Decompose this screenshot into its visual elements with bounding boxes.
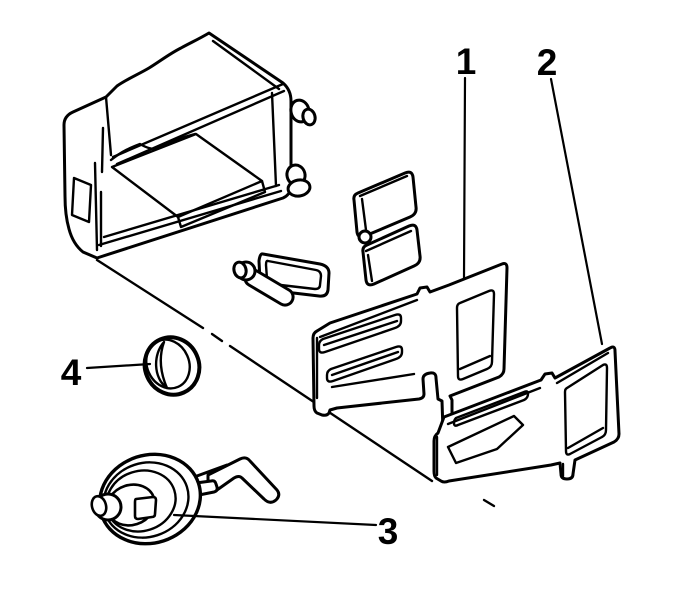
valve-panel-2 [432, 345, 621, 484]
duct-housing-interior [109, 132, 267, 229]
callouts: 1 2 3 4 [61, 41, 604, 552]
knob-cap [142, 335, 202, 397]
duct-housing-pin-upper-cap [301, 107, 317, 127]
valve-panel-2-window [563, 363, 609, 456]
knob-cap-rim [145, 338, 191, 390]
foam-pad-tab [357, 229, 373, 245]
duct-housing-outline [62, 31, 293, 260]
valve-panel-2-slot [452, 390, 530, 427]
valve-panel-1-slot-lower [325, 345, 404, 383]
vacuum-actuator [90, 452, 281, 546]
retainer-clip-stud-cap [232, 260, 248, 280]
duct-housing [62, 31, 317, 260]
retainer-clip [232, 252, 331, 307]
axis-segment [482, 498, 496, 508]
callout-3-leader [172, 513, 378, 527]
valve-panel-1 [311, 262, 509, 438]
knob-cap-face-lens [154, 340, 169, 390]
valve-panel-1-window [455, 289, 496, 381]
foam-pad-upper-edges [358, 174, 409, 232]
explosion-axis-line [95, 258, 496, 508]
callout-4-number: 4 [61, 352, 82, 393]
duct-housing-pin-lower-flange [286, 178, 312, 198]
callout-2-leader [549, 77, 604, 346]
valve-panel-1-rim-lines [315, 298, 419, 400]
foam-pads [352, 170, 422, 287]
callout-4-leader [85, 362, 152, 370]
valve-panel-1-slot-upper [317, 313, 403, 354]
duct-housing-rim-lines [97, 39, 286, 247]
axis-segment [228, 344, 434, 483]
axis-segment [210, 332, 224, 343]
callout-1-leader [462, 76, 467, 280]
vacuum-actuator-nipple-cap [90, 494, 108, 518]
valve-panel-2-outline [432, 345, 621, 484]
callout-1-number: 1 [456, 41, 477, 82]
retainer-clip-loop-inner [264, 259, 323, 291]
duct-housing-left-bracket [70, 126, 105, 252]
foam-pad-lower [361, 223, 422, 287]
valve-panel-2-rim-lines [435, 351, 610, 478]
foam-pad-lower-edges [364, 229, 413, 283]
foam-pad-upper [352, 170, 418, 239]
vacuum-actuator-port-block [133, 495, 158, 521]
valve-panel-2-cutout [446, 414, 525, 465]
callout-2-number: 2 [537, 42, 558, 83]
vacuum-actuator-lever [206, 456, 281, 504]
callout-3-number: 3 [378, 511, 399, 552]
valve-panel-1-outline [311, 262, 509, 438]
axis-segment [95, 258, 205, 330]
